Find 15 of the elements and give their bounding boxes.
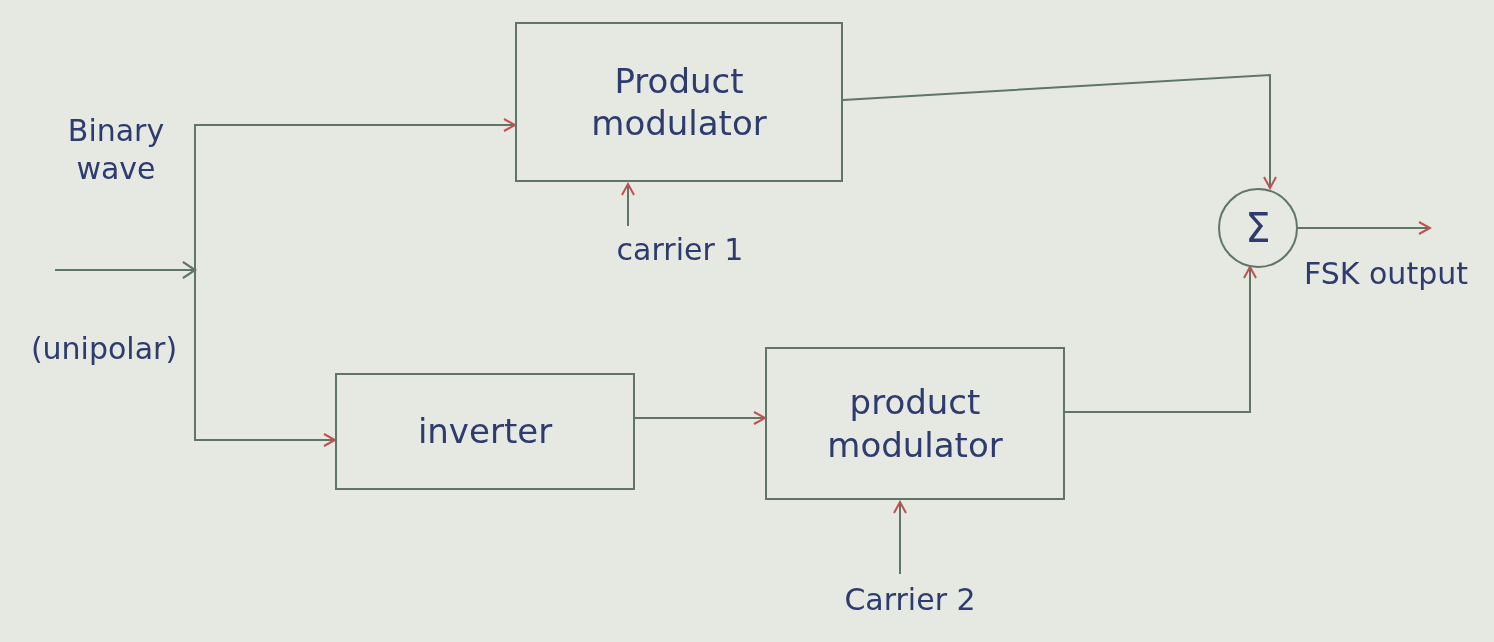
arrow bbox=[842, 73, 1277, 189]
arrow bbox=[54, 261, 336, 447]
inverter-box: inverter bbox=[335, 373, 635, 490]
signal-label: FSK output bbox=[1303, 255, 1469, 293]
signal-label: (unipolar) bbox=[29, 330, 179, 368]
arrow bbox=[1297, 221, 1431, 235]
modulator-box: product modulator bbox=[765, 347, 1065, 500]
arrow bbox=[1064, 266, 1257, 413]
modulator-box: Product modulator bbox=[515, 22, 843, 182]
arrow bbox=[893, 501, 907, 575]
arrow bbox=[621, 183, 635, 227]
signal-label: Binary wave bbox=[66, 112, 166, 187]
input-label: carrier 1 bbox=[560, 226, 800, 274]
input-label: Carrier 2 bbox=[790, 574, 1030, 626]
arrow bbox=[634, 411, 766, 425]
